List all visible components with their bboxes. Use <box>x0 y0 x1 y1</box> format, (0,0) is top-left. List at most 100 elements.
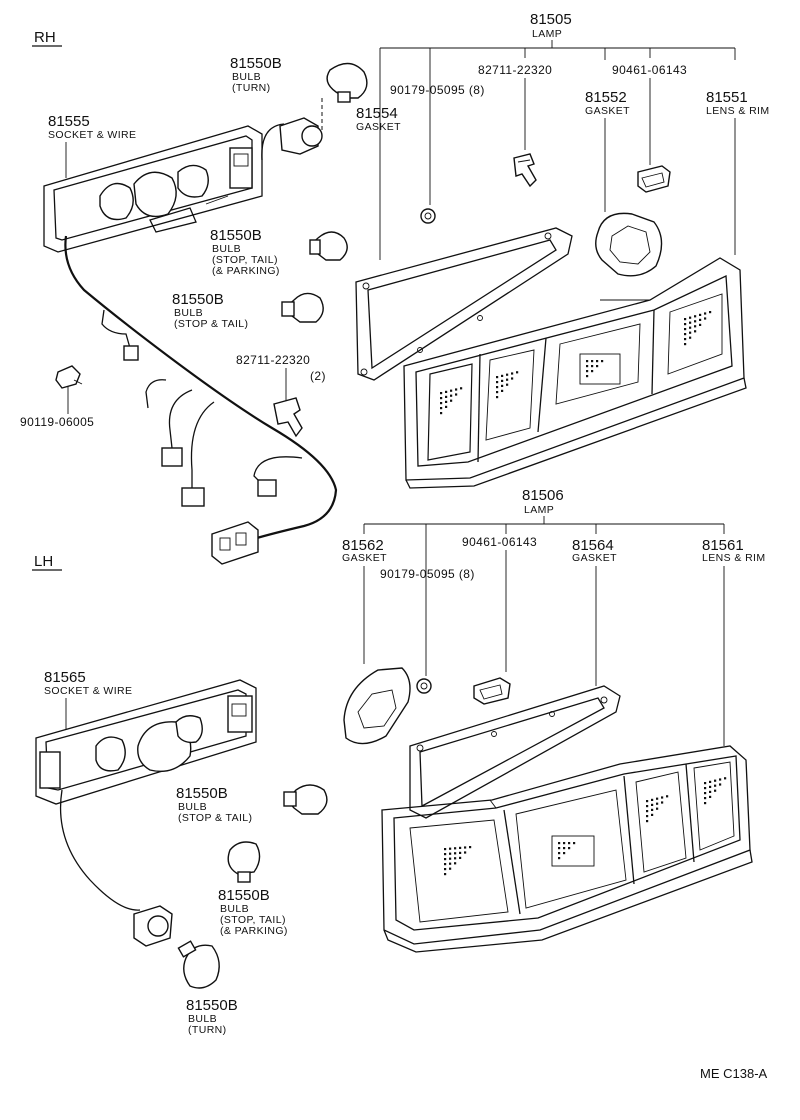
rh-screw-part <box>420 208 436 224</box>
svg-text:81551: 81551 <box>706 89 748 106</box>
rh-socket-plate <box>43 125 263 253</box>
lh-bulb-st-label: 81550B BULB (STOP & TAIL) <box>176 785 252 824</box>
svg-text:90119-06005: 90119-06005 <box>20 415 94 429</box>
svg-text:(& PARKING): (& PARKING) <box>212 265 280 277</box>
svg-text:81552: 81552 <box>585 89 627 106</box>
lh-screw-part <box>416 678 432 694</box>
lh-lens-rim-label: 81561 LENS & RIM <box>702 537 766 746</box>
svg-text:LENS & RIM: LENS & RIM <box>706 105 770 117</box>
lh-clip-b-part <box>473 677 511 705</box>
lh-bulb-stp-part <box>227 841 261 883</box>
svg-text:BULB: BULB <box>188 1013 217 1025</box>
svg-text:SOCKET & WIRE: SOCKET & WIRE <box>48 129 136 141</box>
svg-text:90179-05095 (8): 90179-05095 (8) <box>390 83 485 97</box>
rh-lens-rim-part <box>403 257 747 489</box>
rh-bulb-stp-part <box>309 231 348 261</box>
rh-bolt-part <box>55 365 83 389</box>
rh-bolt-label: 90119-06005 <box>20 386 94 429</box>
lh-bulb-st-part <box>283 784 328 815</box>
svg-text:90461-06143: 90461-06143 <box>462 535 537 549</box>
svg-text:ME C138-A: ME C138-A <box>700 1066 768 1081</box>
svg-text:81550B: 81550B <box>172 291 224 308</box>
svg-text:BULB: BULB <box>220 903 249 915</box>
rh-turn-socket <box>261 117 323 161</box>
svg-text:90461-06143: 90461-06143 <box>612 63 687 77</box>
svg-text:SOCKET & WIRE: SOCKET & WIRE <box>44 685 132 697</box>
svg-text:(TURN): (TURN) <box>188 1024 227 1036</box>
svg-text:(STOP & TAIL): (STOP & TAIL) <box>174 318 248 330</box>
rh-gasket-inner-part <box>595 212 663 277</box>
svg-text:LH: LH <box>34 553 53 570</box>
section-rh-label: RH <box>32 29 62 47</box>
svg-text:LAMP: LAMP <box>532 28 562 40</box>
rh-clip-c-label: 82711-22320 (2) <box>236 353 326 404</box>
svg-text:90179-05095 (8): 90179-05095 (8) <box>380 567 475 581</box>
lh-bulb-turn-part <box>177 940 220 989</box>
lh-wire-harness <box>59 789 173 947</box>
svg-text:(STOP, TAIL): (STOP, TAIL) <box>212 254 278 266</box>
rh-bulb-st-part <box>281 292 324 323</box>
rh-gasket-outer-label: 81554 GASKET <box>356 105 401 133</box>
svg-text:81550B: 81550B <box>176 785 228 802</box>
rh-lamp-bracket <box>379 40 736 260</box>
rh-clip-a-part <box>513 153 537 188</box>
svg-text:GASKET: GASKET <box>585 105 630 117</box>
rh-screw-label: 90179-05095 (8) <box>390 83 485 97</box>
lh-lamp-label: 81506 LAMP <box>522 487 564 516</box>
diagram-code: ME C138-A <box>700 1066 768 1081</box>
rh-clip-a-label: 82711-22320 <box>478 63 552 150</box>
rh-bulb-st-label: 81550B BULB (STOP & TAIL) <box>172 291 248 330</box>
svg-text:81565: 81565 <box>44 669 86 686</box>
rh-clip-b-label: 90461-06143 <box>612 63 687 165</box>
svg-text:81555: 81555 <box>48 113 90 130</box>
lh-gasket-inner-label: 81562 GASKET <box>342 537 387 664</box>
lh-lens-rim-part <box>381 745 753 953</box>
svg-text:81550B: 81550B <box>210 227 262 244</box>
lh-bulb-stp-label: 81550B BULB (STOP, TAIL) (& PARKING) <box>218 887 288 937</box>
svg-text:(2): (2) <box>310 369 326 383</box>
lh-gasket-inner-part <box>343 667 411 745</box>
svg-text:(& PARKING): (& PARKING) <box>220 925 288 937</box>
svg-text:81562: 81562 <box>342 537 384 554</box>
svg-text:81564: 81564 <box>572 537 614 554</box>
svg-text:BULB: BULB <box>212 243 241 255</box>
svg-text:RH: RH <box>34 29 56 46</box>
rh-bulb-turn-part <box>321 62 368 130</box>
rh-clip-c-part <box>273 397 303 438</box>
lh-screw-label: 90179-05095 (8) <box>380 567 475 581</box>
svg-text:81561: 81561 <box>702 537 744 554</box>
rh-lens-dot-pattern <box>440 311 712 415</box>
section-lh-label: LH <box>32 553 62 571</box>
svg-text:81550B: 81550B <box>186 997 238 1014</box>
lh-socket-wire-label: 81565 SOCKET & WIRE <box>44 669 132 730</box>
svg-text:GASKET: GASKET <box>342 552 387 564</box>
svg-text:81554: 81554 <box>356 105 398 122</box>
lh-gasket-outer-label: 81564 GASKET <box>572 537 617 686</box>
svg-text:BULB: BULB <box>174 307 203 319</box>
lh-socket-plate <box>35 679 257 805</box>
rh-socket-wire-label: 81555 SOCKET & WIRE <box>48 113 136 178</box>
svg-text:(STOP & TAIL): (STOP & TAIL) <box>178 812 252 824</box>
svg-text:81550B: 81550B <box>230 55 282 72</box>
rh-lens-rim-label: 81551 LENS & RIM <box>706 89 770 255</box>
svg-text:82711-22320: 82711-22320 <box>236 353 310 367</box>
svg-text:GASKET: GASKET <box>572 552 617 564</box>
rh-lamp-label: 81505 LAMP <box>530 11 572 40</box>
lh-lamp-bracket <box>363 516 725 676</box>
svg-text:LAMP: LAMP <box>524 504 554 516</box>
rh-bulb-turn-label: 81550B BULB (TURN) <box>230 55 282 94</box>
svg-text:81550B: 81550B <box>218 887 270 904</box>
svg-text:81506: 81506 <box>522 487 564 504</box>
rh-bulb-stp-label: 81550B BULB (STOP, TAIL) (& PARKING) <box>210 227 280 277</box>
rh-gasket-inner-label: 81552 GASKET <box>585 89 630 212</box>
svg-text:81505: 81505 <box>530 11 572 28</box>
lh-bulb-turn-label: 81550B BULB (TURN) <box>186 997 238 1036</box>
svg-text:(STOP, TAIL): (STOP, TAIL) <box>220 914 286 926</box>
lh-gasket-outer-part <box>409 685 621 819</box>
svg-text:BULB: BULB <box>232 71 261 83</box>
lh-lens-dot-pattern <box>444 777 727 876</box>
rh-wire-harness <box>64 235 338 565</box>
lh-clip-b-label: 90461-06143 <box>462 535 537 672</box>
svg-text:82711-22320: 82711-22320 <box>478 63 552 77</box>
svg-text:LENS & RIM: LENS & RIM <box>702 552 766 564</box>
